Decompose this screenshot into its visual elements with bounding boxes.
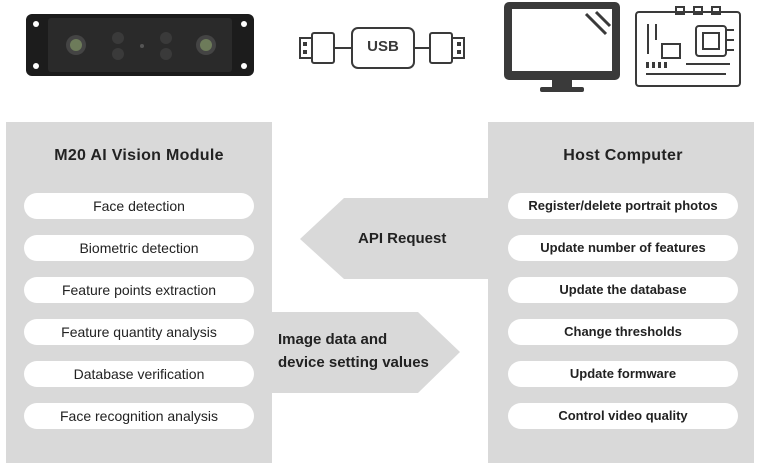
- module-item: Face recognition analysis: [24, 403, 254, 429]
- image-data-label-line1: Image data and: [278, 331, 388, 348]
- module-item: Database verification: [24, 361, 254, 387]
- host-item: Register/delete portrait photos: [508, 193, 738, 219]
- api-request-label: API Request: [358, 230, 447, 247]
- host-item: Control video quality: [508, 403, 738, 429]
- usb-cable-icon: [299, 27, 465, 69]
- module-item: Face detection: [24, 193, 254, 219]
- host-item: Update the database: [508, 277, 738, 303]
- host-item: Update formware: [508, 361, 738, 387]
- module-item: Feature quantity analysis: [24, 319, 254, 345]
- circuit-board-icon: [635, 6, 741, 87]
- monitor-icon: [504, 2, 620, 92]
- host-title: Host Computer: [563, 147, 683, 164]
- image-data-label-line2: device setting values: [278, 354, 429, 371]
- host-item: Change thresholds: [508, 319, 738, 345]
- module-item: Feature points extraction: [24, 277, 254, 303]
- host-item: Update number of features: [508, 235, 738, 261]
- module-item: Biometric detection: [24, 235, 254, 261]
- module-title: M20 AI Vision Module: [54, 147, 224, 164]
- camera-module-icon: [26, 14, 254, 76]
- usb-label: USB: [367, 38, 399, 55]
